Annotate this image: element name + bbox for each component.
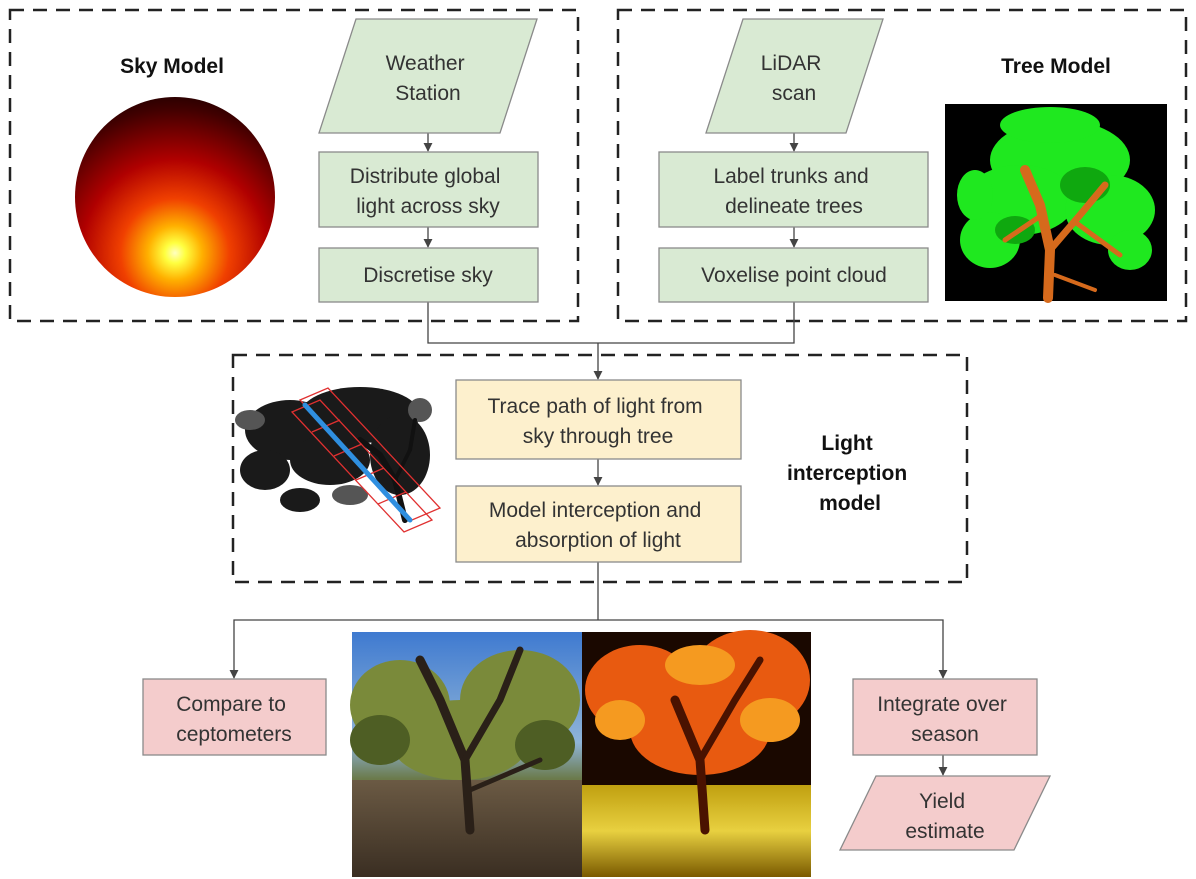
compare-line-1: Compare to bbox=[176, 693, 286, 716]
svg-text:Integrate over season: Integrate over season bbox=[877, 693, 1012, 746]
svg-text:Trace path of light from: Trace path of light from sky through tre… bbox=[488, 395, 709, 448]
label-trunks-line-1: Label trunks and bbox=[713, 165, 868, 188]
discretise-line-1: Discretise sky bbox=[363, 264, 493, 287]
weather-station-line-1: Weather bbox=[386, 52, 465, 75]
svg-text:Weather Station: Weather Station bbox=[386, 52, 471, 105]
node-label-trunks: Label trunks and delineate trees bbox=[658, 151, 929, 228]
sky-dome-image bbox=[75, 97, 275, 297]
light-model-title-line-1: Light bbox=[821, 432, 872, 455]
distribute-line-1: Distribute global bbox=[350, 165, 501, 188]
svg-text:LiDAR scan: LiDAR scan bbox=[761, 52, 828, 105]
node-integrate-season: Integrate over season bbox=[852, 678, 1038, 756]
node-trace-path: Trace path of light from sky through tre… bbox=[455, 379, 742, 460]
node-yield-estimate: Yield estimate bbox=[838, 775, 1052, 851]
node-model-interception: Model interception and absorption of lig… bbox=[455, 485, 742, 563]
weather-station-line-2: Station bbox=[395, 82, 460, 105]
tree-model-group bbox=[616, 8, 1188, 323]
heatmap-orchard-image bbox=[582, 630, 811, 877]
node-discretise-sky: Discretise sky bbox=[318, 247, 539, 303]
node-voxelise: Voxelise point cloud bbox=[658, 247, 929, 303]
sky-model-title: Sky Model bbox=[120, 55, 224, 78]
node-weather-station: Weather Station bbox=[318, 18, 538, 134]
ray-trace-image bbox=[235, 387, 442, 533]
trace-path-line-2: sky through tree bbox=[523, 425, 674, 448]
orchard-photo bbox=[350, 632, 582, 877]
compare-line-2: ceptometers bbox=[176, 723, 292, 746]
svg-text:Model interception and a: Model interception and absorption of lig… bbox=[489, 499, 707, 552]
distribute-line-2: light across sky bbox=[356, 195, 500, 218]
svg-text:Compare to ceptometers: Compare to ceptometers bbox=[176, 693, 292, 746]
tree-point-cloud-image bbox=[945, 104, 1167, 303]
integrate-line-2: season bbox=[911, 723, 979, 746]
connectors bbox=[229, 133, 948, 776]
light-model-title-line-2: interception bbox=[787, 462, 907, 485]
light-model-title: Light interception model bbox=[787, 432, 913, 515]
node-compare-ceptometers: Compare to ceptometers bbox=[142, 678, 327, 756]
trace-path-line-1: Trace path of light from bbox=[488, 395, 703, 418]
integrate-line-1: Integrate over bbox=[877, 693, 1007, 716]
yield-line-2: estimate bbox=[905, 820, 984, 843]
node-distribute-light: Distribute global light across sky bbox=[318, 151, 539, 228]
svg-text:Label trunks and delinea: Label trunks and delineate trees bbox=[713, 165, 874, 218]
node-lidar-scan: LiDAR scan bbox=[705, 18, 884, 134]
lidar-line-1: LiDAR bbox=[761, 52, 822, 75]
tree-model-title: Tree Model bbox=[1001, 55, 1111, 78]
model-interception-line-2: absorption of light bbox=[515, 529, 681, 552]
voxelise-line-1: Voxelise point cloud bbox=[701, 264, 887, 287]
light-model-title-line-3: model bbox=[819, 492, 881, 515]
yield-line-1: Yield bbox=[919, 790, 965, 813]
model-interception-line-1: Model interception and bbox=[489, 499, 701, 522]
sky-model-group bbox=[8, 8, 580, 323]
label-trunks-line-2: delineate trees bbox=[725, 195, 863, 218]
svg-text:Distribute global light: Distribute global light across sky bbox=[350, 165, 506, 218]
svg-text:Yield estimate: Yield estimate bbox=[905, 790, 984, 843]
lidar-line-2: scan bbox=[772, 82, 816, 105]
